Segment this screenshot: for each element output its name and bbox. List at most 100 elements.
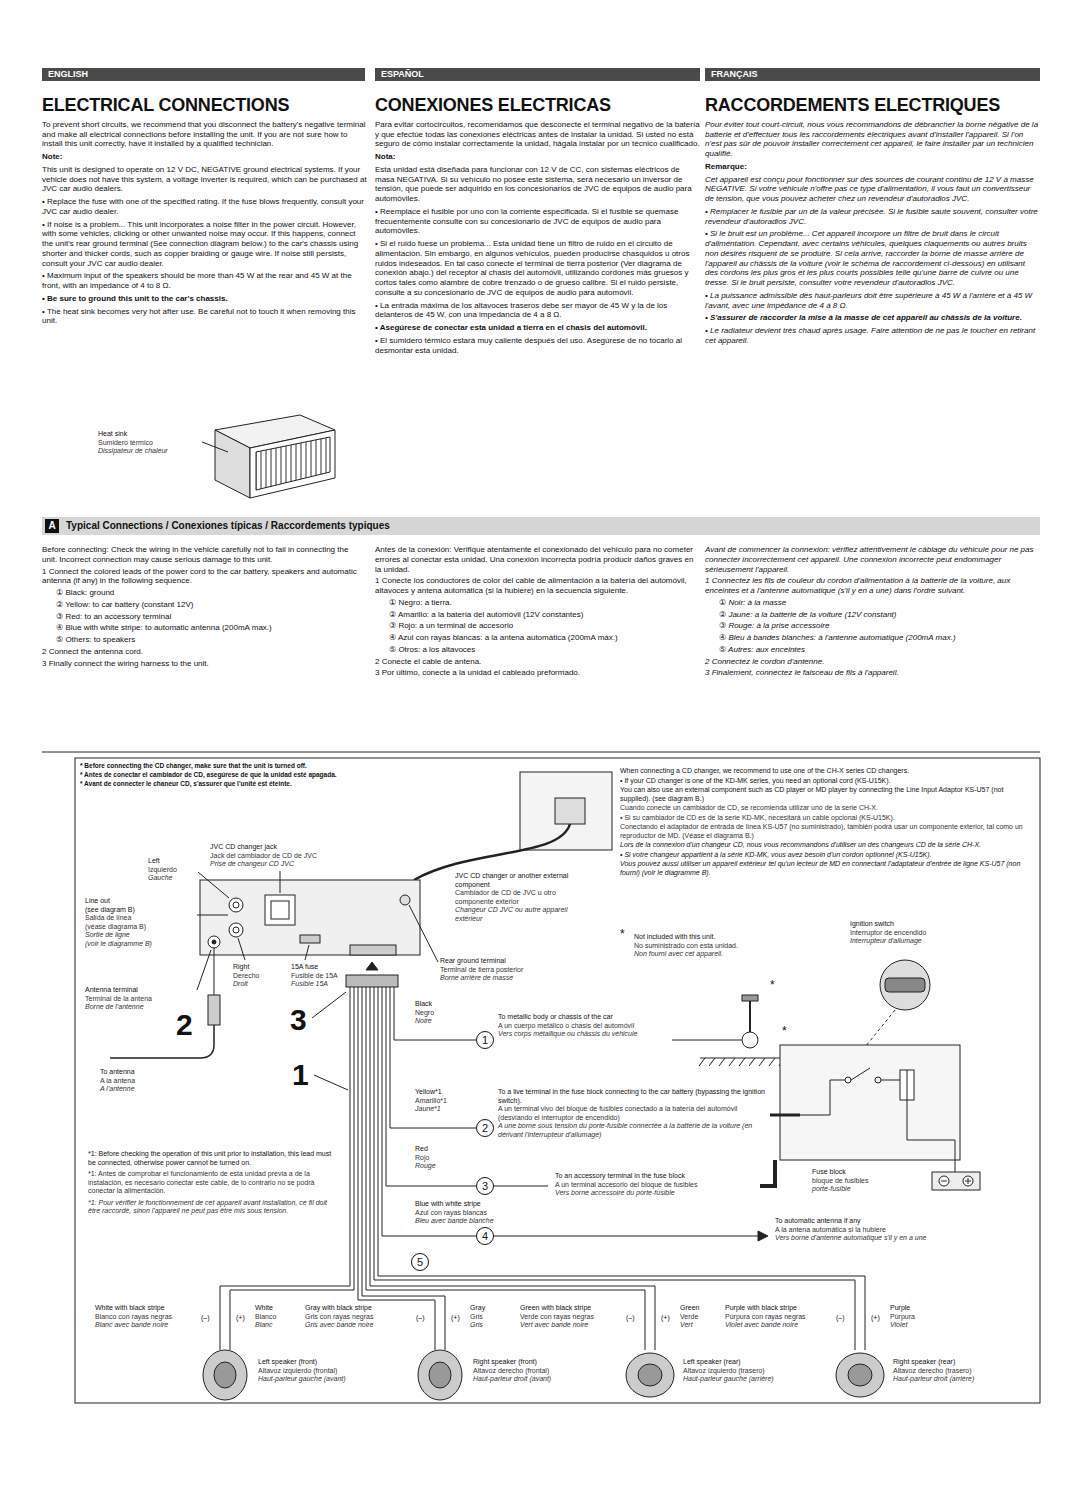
text-label: Terminal de la antena [85, 995, 195, 1004]
text-label: ⑤ Otros: a los altavoces [375, 645, 697, 655]
text-label: • La entrada máxima de los altavoces tra… [375, 301, 700, 321]
text-group: To metallic body or chassis of the carA … [498, 1013, 663, 1039]
text-group: Antenna terminalTerminal de la antenaBor… [85, 986, 195, 1012]
text-label: Right [233, 963, 283, 972]
text-label: Red [415, 1145, 470, 1154]
text-label: Line out [85, 897, 197, 906]
text-label: Vers borne d'antenne automatique s'il y … [775, 1234, 1030, 1243]
text-label: Negro [415, 1009, 470, 1018]
text-label: White with black stripe [95, 1304, 195, 1313]
text-label: (+) [451, 1314, 467, 1323]
text-label: Green with black stripe [520, 1304, 615, 1313]
text-label: When connecting a CD changer, we recomme… [620, 767, 1030, 776]
callout-circle: 4 [476, 1227, 494, 1245]
text-label: Sortie de ligne [85, 931, 197, 940]
text-label: Blanco con rayas negras [95, 1313, 195, 1322]
text-label: * [782, 1024, 794, 1039]
text-label: Gris [470, 1313, 515, 1322]
text-label: Droit [233, 980, 283, 989]
text-label: Heat sink [98, 430, 198, 439]
text-label: Derecho [233, 972, 283, 981]
text-label: Non fourni avec cet appareil. [634, 950, 794, 959]
text-label: • Maximum input of the speakers should b… [42, 271, 367, 291]
text-label: • Remplacer le fusible par un de la vale… [705, 207, 1040, 227]
text-label: Amarillo*1 [415, 1097, 470, 1106]
text-label: Sumidero térmico [98, 439, 198, 448]
text-group: (–) [201, 1314, 217, 1323]
text-group: (+) [871, 1314, 887, 1323]
text-group: GrayGrisGris [470, 1304, 515, 1330]
text-label: A l'antenne [100, 1085, 190, 1094]
text-group: (–) [416, 1314, 432, 1323]
text-group: 15A fuseFusible de 15AFusible 15A [291, 963, 349, 989]
text-label: • Si votre changeur appartient à la séri… [620, 851, 1030, 860]
text-label: Bleu avec bande blanche [415, 1217, 545, 1226]
text-label: Violet [890, 1321, 940, 1330]
text-label: JVC CD changer or another external compo… [455, 872, 590, 889]
text-label: Left [148, 857, 198, 866]
text-label: porte-fusible [812, 1185, 912, 1194]
text-label: Antenna terminal [85, 986, 195, 995]
text-group: Right speaker (rear)Altavoz derecho (tra… [893, 1358, 1033, 1384]
text-label: (+) [661, 1314, 677, 1323]
text-label: Interrupteur d'allumage [850, 937, 1000, 946]
text-label: Right speaker (front) [473, 1358, 603, 1367]
text-label: Para evitar cortocircuitos, recomendamos… [375, 120, 700, 149]
text-group: When connecting a CD changer, we recomme… [620, 767, 1030, 877]
text-group: Yellow*1Amarillo*1Jaune*1 [415, 1088, 470, 1114]
text-label: 2 Connect the antenna cord. [42, 647, 364, 657]
text-label: Conectando el adaptador de entrada de lí… [620, 823, 1030, 840]
text-label: • Le radiateur devient très chaud après … [705, 326, 1040, 346]
text-label: 1 Connectez les fils de couleur du cordo… [705, 576, 1040, 596]
text-label: Interruptor de encendido [850, 929, 1000, 938]
text-group: Ignition switchInterruptor de encendidoI… [850, 920, 1000, 946]
text-label: Gris con rayas negras [305, 1313, 405, 1322]
text-label: Avant de commencer la connexion: vérifie… [705, 545, 1040, 574]
text-label: Black [415, 1000, 470, 1009]
text-label: Altavoz derecho (trasero) [893, 1367, 1033, 1376]
text-group: Heat sinkSumidero térmicoDissipateur de … [98, 430, 198, 456]
text-label: 3 Por último, conecte a la unidad el cab… [375, 668, 697, 678]
text-label: Vous pouvez aussi utiliser un appareil e… [620, 860, 1030, 877]
callout-circle: 3 [476, 1177, 494, 1195]
text-group: BlackNegroNoire [415, 1000, 470, 1026]
text-group: ELECTRICAL CONNECTIONSTo prevent short c… [42, 95, 367, 326]
text-label: Gray [470, 1304, 515, 1313]
text-group: * [620, 927, 634, 942]
text-group: (+) [451, 1314, 467, 1323]
text-group: Left speaker (front)Altavoz izquierdo (f… [258, 1358, 388, 1384]
text-label: Prise de changeur CD JVC [210, 860, 380, 869]
text-label: • If noise is a problem... This unit inc… [42, 220, 367, 269]
text-label: (+) [871, 1314, 887, 1323]
text-group: Purple with black stripePúrpura con raya… [725, 1304, 825, 1330]
section-title: RACCORDEMENTS ELECTRIQUES [705, 95, 1040, 117]
text-label: Altavoz izquierdo (trasero) [683, 1367, 813, 1376]
text-label: Altavoz derecho (frontal) [473, 1367, 603, 1376]
text-label: A une borne sous tension du porte-fusibl… [498, 1122, 768, 1139]
callout-number: 1 [292, 1060, 316, 1090]
text-label: ① Black: ground [42, 588, 364, 598]
text-label: Nota: [375, 152, 700, 162]
text-label: 3 Finally connect the wiring harness to … [42, 659, 364, 669]
text-label: Rojo [415, 1154, 470, 1163]
text-label: A la antena [100, 1077, 190, 1086]
text-label: ④ Blue with white stripe: to automatic a… [42, 623, 364, 633]
text-label: ② Jaune: a la batterie de la voiture (12… [705, 610, 1040, 620]
text-label: Fusible 15A [291, 980, 349, 989]
text-label: Rear ground terminal [440, 957, 575, 966]
text-label: ⑤ Others: to speakers [42, 635, 364, 645]
text-group: 1 [292, 1060, 316, 1090]
text-label: A un terminal accesorio del bloque de fu… [555, 1181, 755, 1190]
text-group: Line out(see diagram B)Salida de línea(v… [85, 897, 197, 948]
text-label: ③ Rouge: à la prise accessoire [705, 621, 1040, 631]
text-label: 2 Connectez le cordon d'antenne. [705, 657, 1040, 667]
text-label: (voir le diagramme B) [85, 940, 197, 949]
text-label: Haut-parleur droit (avant) [473, 1375, 603, 1384]
text-label: Left speaker (rear) [683, 1358, 813, 1367]
text-group: Right speaker (front)Altavoz derecho (fr… [473, 1358, 603, 1384]
text-label: Before connecting: Check the wiring in t… [42, 545, 364, 565]
text-label: Izquierdo [148, 866, 198, 875]
text-label: • The heat sink becomes very hot after u… [42, 307, 367, 327]
text-group: * [782, 1024, 794, 1039]
node-text: Typical Connections / Conexiones típicas… [66, 517, 1040, 535]
